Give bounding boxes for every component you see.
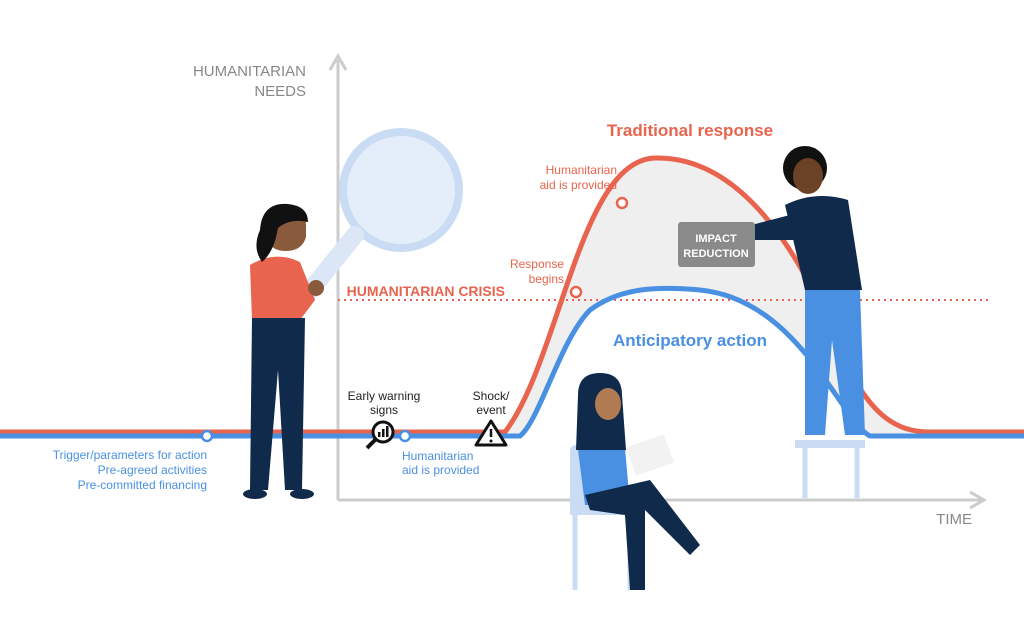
woman-with-magnifier-illustration xyxy=(243,128,463,499)
trad-aid-text-2: aid is provided xyxy=(540,178,617,192)
trad-aid-marker xyxy=(615,196,629,210)
magnifier-chart-icon xyxy=(365,420,395,450)
trad-aid-text-1: Humanitarian xyxy=(546,163,617,177)
response-text-2: begins xyxy=(529,272,564,286)
anticipatory-aid-text-1: Humanitarian xyxy=(402,449,473,463)
early-warning-text-1: Early warning xyxy=(348,389,421,403)
anticipatory-aid-text-2: aid is provided xyxy=(402,463,479,477)
seated-woman-illustration xyxy=(570,373,700,590)
anticipatory-action-curve xyxy=(0,285,1024,439)
sign-text-2: REDUCTION xyxy=(683,248,748,260)
response-begins-marker xyxy=(569,285,583,299)
impact-reduction-sign: IMPACT REDUCTION xyxy=(678,222,755,267)
trigger-text-3: Pre-committed financing xyxy=(78,478,207,492)
trigger-marker xyxy=(200,429,214,443)
crisis-label: HUMANITARIAN CRISIS xyxy=(347,283,505,299)
traditional-response-label: Traditional response xyxy=(607,121,773,140)
early-warning-text-2: signs xyxy=(370,403,398,417)
x-axis-label: TIME xyxy=(936,511,972,528)
traditional-response-curve xyxy=(0,155,1024,435)
response-text-1: Response xyxy=(510,257,564,271)
trigger-text-1: Trigger/parameters for action xyxy=(53,448,207,462)
trigger-text-2: Pre-agreed activities xyxy=(98,463,207,477)
standing-man-illustration xyxy=(740,146,865,498)
anticipatory-aid-marker xyxy=(398,429,412,443)
anticipatory-action-label: Anticipatory action xyxy=(613,331,767,350)
shock-text-1: Shock/ xyxy=(473,389,510,403)
sign-text-1: IMPACT xyxy=(695,233,737,245)
warning-icon xyxy=(474,419,508,447)
y-axis-label-2: NEEDS xyxy=(254,83,306,100)
shock-text-2: event xyxy=(476,403,506,417)
y-axis-label-1: HUMANITARIAN xyxy=(193,63,306,80)
